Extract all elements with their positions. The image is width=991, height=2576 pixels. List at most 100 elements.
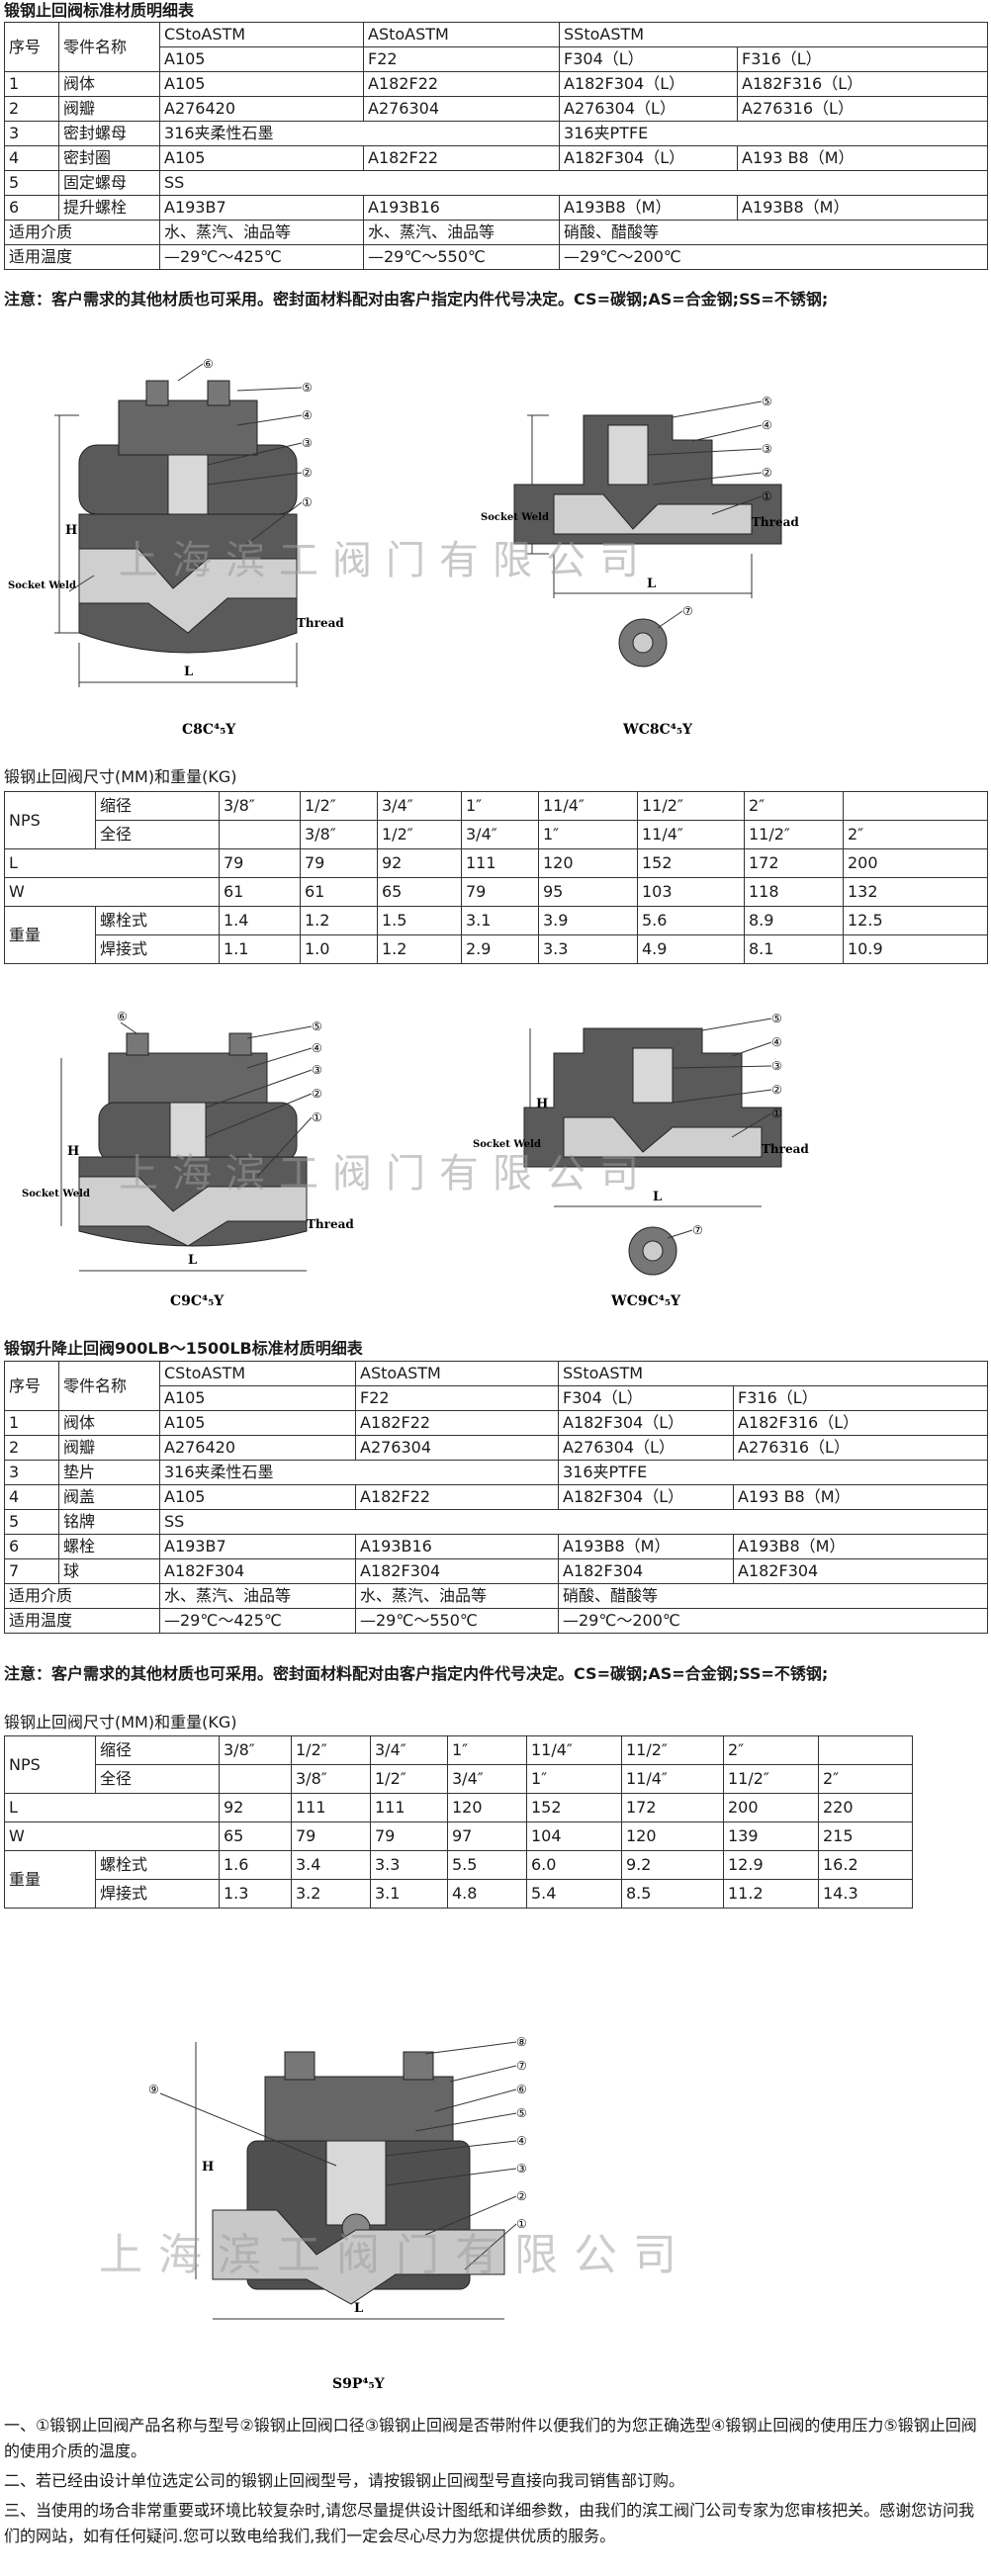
table-cell: A105 [159,1484,356,1510]
table-cell: 1.4 [219,906,301,935]
svg-text:③: ③ [302,436,313,450]
table-cell: 3/4″ [461,820,539,849]
c9c-caption: C9C⁴₅Y [170,1293,225,1305]
dim-h-label: H [65,523,77,538]
table-cell: 2.9 [461,934,539,964]
table-cell: 316夹PTFE [559,121,988,146]
table-cell: 3/8″ [300,820,378,849]
table-cell: 1″ [526,1764,622,1794]
table-cell: A105 [159,1385,356,1411]
table-cell: 10.9 [843,934,988,964]
svg-text:⑥: ⑥ [203,357,214,371]
table-cell: L [4,848,220,878]
svg-text:Socket Weld: Socket Weld [481,512,549,523]
table-cell: 1/2″ [377,820,462,849]
table-cell: 1 [4,71,59,97]
s9p-caption: S9P⁴₅Y [332,2376,386,2392]
table-cell: 3.9 [538,906,638,935]
table-cell: 6 [4,195,59,221]
table-cell: W [4,1821,220,1851]
table-cell: —29℃～425℃ [159,1608,356,1634]
table-cell: A105 [159,145,364,171]
table-cell: F316（L） [737,46,988,72]
table-row: 适用温度—29℃～425℃—29℃～550℃—29℃～200℃ [4,244,988,270]
table-cell: 152 [637,848,745,878]
table-cell: A276304 [355,1435,559,1461]
table-row: 适用介质水、蒸汽、油品等水、蒸汽、油品等硝酸、醋酸等 [4,220,988,245]
table-cell: 11/4″ [637,820,745,849]
table-cell: 1.1 [219,934,301,964]
table-cell: A193B7 [159,195,364,221]
table-cell: 3/4″ [370,1735,448,1765]
table-cell: 215 [818,1821,913,1851]
table-cell: 5.6 [637,906,745,935]
dims-table-2-title: 锻钢止回阀尺寸(MM)和重量(KG) [4,1713,237,1732]
svg-text:Thread: Thread [752,515,799,529]
hp-materials-table-title: 锻钢升降止回阀900LB～1500LB标准材质明细表 [4,1339,363,1358]
table-cell: 序号 [4,22,59,72]
table-cell: 3/8″ [219,1735,292,1765]
table-cell: 8.1 [744,934,844,964]
table-cell: —29℃～200℃ [558,1608,988,1634]
table-cell: 密封圈 [58,145,160,171]
table-cell: A105 [159,46,364,72]
table-row: 适用温度—29℃～425℃—29℃～550℃—29℃～200℃ [4,1608,988,1634]
table-cell: 3/4″ [447,1764,527,1794]
table-cell: 焊接式 [95,934,220,964]
table-cell: A193 B8（M） [737,145,988,171]
table-cell: 65 [377,877,462,907]
table-cell: 1/2″ [300,791,378,821]
svg-text:⑥: ⑥ [117,1010,128,1023]
svg-text:L: L [647,577,656,591]
table-cell: 104 [526,1821,622,1851]
svg-text:⑦: ⑦ [516,2059,527,2073]
svg-text:⑤: ⑤ [771,1012,782,1025]
svg-text:①: ① [516,2217,527,2231]
hp-materials-note: 注意：客户需求的其他材质也可采用。密封面材料配对由客户指定内件代号决定。CS=碳… [4,1664,829,1683]
table-cell: 球 [58,1558,160,1584]
svg-text:Socket Weld: Socket Weld [473,1139,541,1150]
svg-text:⑤: ⑤ [762,395,772,408]
wc9c-caption: WC9C⁴₅Y [610,1293,681,1305]
svg-text:L: L [653,1190,662,1204]
table-cell: 阀瓣 [58,1435,160,1461]
table-cell: 172 [744,848,844,878]
table-cell: 序号 [4,1361,59,1411]
table-cell: NPS [4,791,96,849]
ordering-notes: 一、①锻钢止回阀产品名称与型号②锻钢止回阀口径③锻钢止回阀是否带附件以便我们的为… [4,2413,987,2553]
table-cell: SS [159,1509,988,1535]
svg-text:④: ④ [302,408,313,422]
table-cell: 3.1 [461,906,539,935]
table-cell: 重量 [4,906,96,964]
table-cell: 全径 [95,820,220,849]
table-cell: 120 [447,1793,527,1822]
table-cell: A276304 [363,96,560,122]
table-cell: A182F316（L） [737,71,988,97]
table-cell: 132 [843,877,988,907]
table-cell: 11.2 [723,1879,819,1909]
table-cell: A182F316（L） [733,1410,988,1436]
table-cell: 79 [461,877,539,907]
svg-text:②: ② [312,1087,322,1101]
table-cell: 1″ [447,1735,527,1765]
dim-l-label: L [184,665,193,679]
table-cell: A193B8（M） [558,1534,734,1559]
table-cell: 11/2″ [637,791,745,821]
table-cell: 水、蒸汽、油品等 [159,1583,356,1609]
table-cell: 79 [219,848,301,878]
